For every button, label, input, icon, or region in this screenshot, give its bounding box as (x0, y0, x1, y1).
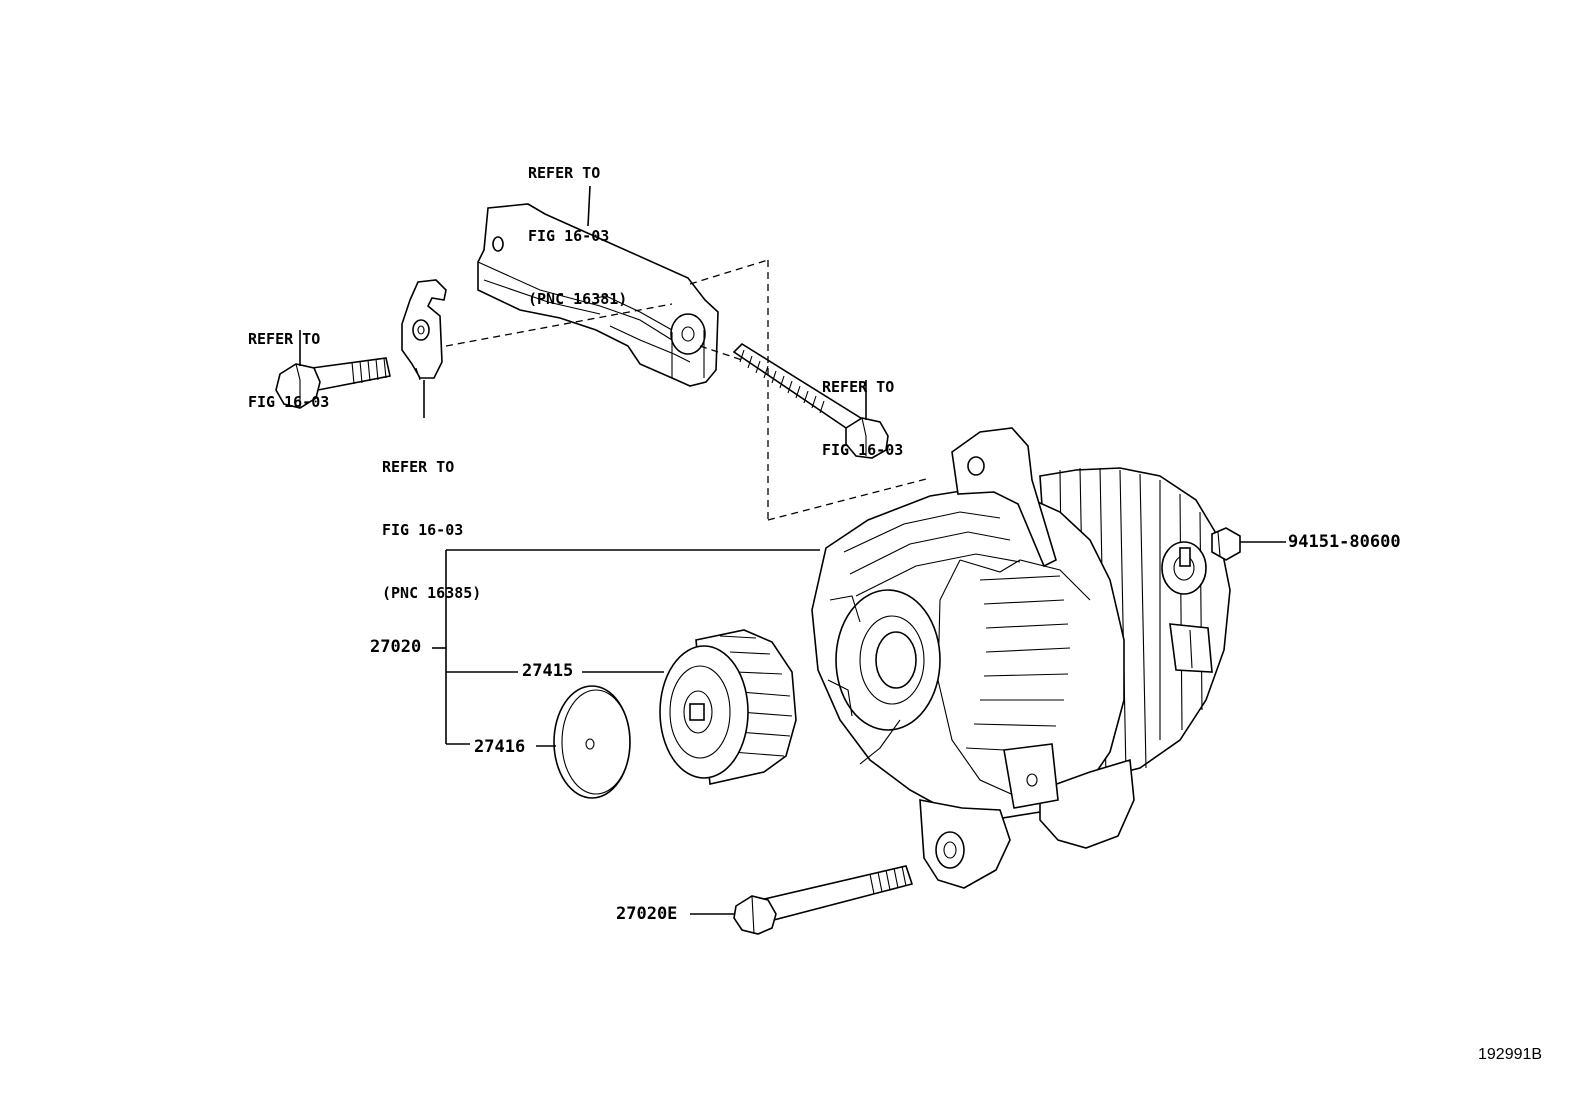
callout-line: (PNC 16381) (528, 290, 628, 308)
adjusting-bar-bracket (477, 203, 719, 387)
left-bolt (275, 357, 391, 409)
callout-line: FIG 16-03 (382, 521, 464, 539)
part-number-alternator: 27020 (370, 637, 422, 657)
part-number-pulley: 27415 (522, 661, 574, 681)
pulley (659, 629, 797, 785)
callout-line: REFER TO (382, 458, 455, 476)
part-number-cap: 27416 (474, 737, 526, 757)
part-number-nut: 94151-80600 (1288, 532, 1401, 552)
group-leader-lines (432, 549, 820, 747)
callout-line: FIG 16-03 (248, 393, 330, 411)
callout-long-bolt: REFER TO FIG 16-03 (822, 335, 903, 503)
callout-upper-bracket: REFER TO FIG 16-03 (PNC 16381) (528, 121, 627, 352)
callout-line: FIG 16-03 (528, 227, 610, 245)
alternator (811, 427, 1231, 889)
part-number-mount-bolt: 27020E (616, 904, 678, 924)
alignment-lines (445, 259, 931, 521)
callout-line: FIG 16-03 (822, 441, 904, 459)
leader-upper-bracket (587, 185, 591, 227)
mount-bolt (690, 865, 914, 935)
nut (1211, 527, 1286, 561)
callout-line: REFER TO (248, 330, 321, 348)
cap (553, 685, 631, 799)
callout-line: (PNC 16385) (382, 584, 482, 602)
figure-id: 192991B (1478, 1046, 1543, 1063)
callout-line: REFER TO (822, 378, 895, 396)
long-bolt (732, 342, 889, 459)
callout-lower-bracket: REFER TO FIG 16-03 (PNC 16385) (382, 415, 481, 646)
callout-line: REFER TO (528, 164, 601, 182)
callout-left-bolt: REFER TO FIG 16-03 (248, 287, 329, 455)
bracket-16385 (401, 279, 447, 381)
